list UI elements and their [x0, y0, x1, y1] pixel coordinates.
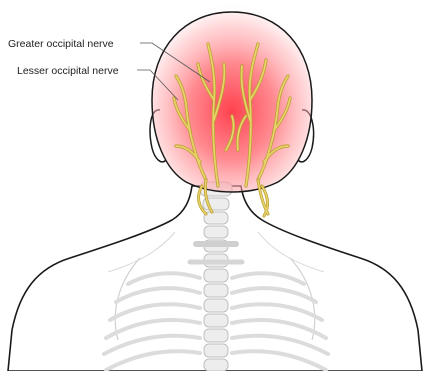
lesser-occipital-nerve-label: Lesser occipital nerve [17, 65, 119, 77]
greater-occipital-nerve-label: Greater occipital nerve [8, 38, 114, 50]
